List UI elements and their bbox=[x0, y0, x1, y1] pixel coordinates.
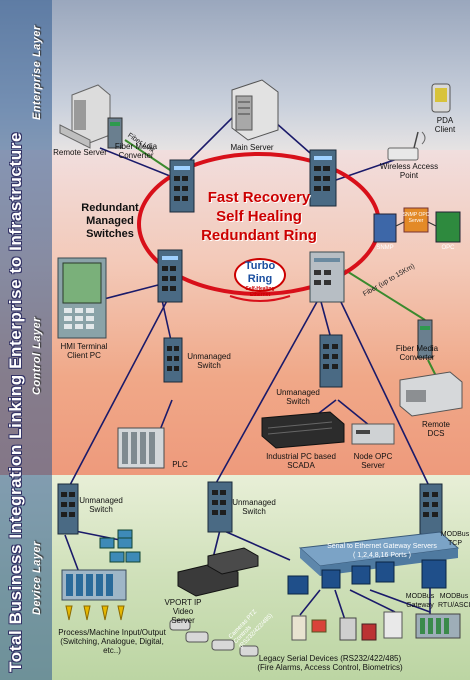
camera-icon bbox=[169, 619, 259, 657]
hmi-label: HMI Terminal Client PC bbox=[60, 342, 108, 360]
device-layer-label: Device Layer bbox=[31, 541, 43, 615]
industrial-pc-label: Industrial PC based SCADA bbox=[266, 452, 336, 470]
io-module-icon bbox=[61, 569, 127, 601]
ring-line-2: Self Healing bbox=[216, 208, 302, 225]
redundant-switches-label: Redundant Managed Switches bbox=[81, 202, 139, 240]
fiber-converter-top-label: Fiber Media Converter bbox=[114, 142, 158, 160]
fiber-converter-icon-right bbox=[417, 319, 433, 359]
side-title: Total Business Integration Linking Enter… bbox=[6, 132, 25, 672]
switch-icon-ring-left bbox=[169, 159, 195, 213]
legacy-serial-sub-label: (Fire Alarms, Access Control, Biometrics… bbox=[257, 663, 403, 672]
main-server-label: Main Server bbox=[230, 143, 274, 152]
legacy-serial-label: Legacy Serial Devices (RS232/422/485) bbox=[258, 654, 402, 663]
gateway-servers-label: Serial to Ethernet Gateway Servers bbox=[327, 543, 437, 550]
opc-label: OPC bbox=[441, 245, 455, 251]
turbo-logo-sub: Self-Healing Ethernet bbox=[245, 286, 275, 298]
plc-label: PLC bbox=[172, 460, 188, 469]
process-io-label: Process/Machine Input/Output (Switching,… bbox=[58, 628, 166, 655]
dcs-icon bbox=[399, 371, 463, 417]
main-server-icon bbox=[231, 79, 279, 141]
pda-icon bbox=[431, 83, 451, 113]
fiber-converter-icon bbox=[107, 117, 123, 149]
unmanaged-switch-3-label: Unmanaged Switch bbox=[79, 496, 123, 514]
gateway-devices-icon bbox=[287, 561, 395, 595]
gateway-ports-label: ( 1,2,4,8,16 Ports ) bbox=[353, 552, 411, 559]
ring-line-1: Fast Recovery bbox=[207, 189, 311, 206]
node-opc-label: Node OPC Server bbox=[353, 452, 393, 470]
io-arrows bbox=[65, 605, 125, 621]
modbus-gateway-label: MODBus Gateway bbox=[405, 593, 435, 609]
opc-server-icon bbox=[351, 423, 395, 445]
unmanaged-switch-2-label: Unmanaged Switch bbox=[276, 388, 320, 406]
switch-icon-unmanaged-1 bbox=[163, 337, 183, 383]
unmanaged-switch-1-label: Unmanaged Switch bbox=[187, 352, 231, 370]
side-bar bbox=[0, 0, 52, 680]
switch-icon-device-right bbox=[419, 483, 443, 535]
fiber-converter-right-label: Fiber Media Converter bbox=[395, 344, 439, 362]
switch-icon-unmanaged-2 bbox=[319, 334, 343, 388]
vport-label: VPORT IP Video Server bbox=[164, 598, 202, 625]
snmp-opc-server-label: SNMP OPC Server bbox=[402, 212, 430, 224]
switch-icon-ring-right bbox=[309, 149, 337, 207]
wireless-ap-icon bbox=[387, 131, 426, 161]
video-server-icon bbox=[177, 547, 259, 597]
serial-modules-icon bbox=[99, 529, 141, 563]
switch-icon-managed-left bbox=[157, 249, 183, 303]
snmp-label: SNMP bbox=[376, 245, 394, 251]
switch-icon-managed-right bbox=[309, 251, 345, 303]
switch-icon-unmanaged-3 bbox=[57, 483, 79, 535]
remote-server-icon bbox=[59, 84, 111, 149]
wireless-ap-label: Wireless Access Point bbox=[379, 162, 439, 180]
remote-server-label: Remote Server bbox=[53, 148, 107, 157]
turbo-logo-text: Turbo bbox=[244, 260, 276, 272]
remote-dcs-label: Remote DCS bbox=[421, 420, 450, 438]
control-layer-label: Control Layer bbox=[31, 316, 43, 395]
plc-icon bbox=[117, 427, 165, 469]
modbus-gateway-icon bbox=[421, 559, 447, 589]
switch-icon-unmanaged-4 bbox=[207, 481, 233, 533]
industrial-pc-icon bbox=[261, 411, 345, 449]
ring-logo-text: Ring bbox=[247, 273, 273, 285]
modbus-rtu-label: MODBus RTU/ASCII bbox=[438, 593, 470, 609]
modbus-rtu-icon bbox=[415, 613, 461, 639]
serial-device-icon bbox=[291, 611, 403, 641]
turbo-ring-logo: Turbo Ring Self-Healing Ethernet bbox=[234, 258, 286, 298]
modbus-tcp-label: MODBus TCP bbox=[440, 531, 470, 547]
unmanaged-switch-4-label: Unmanaged Switch bbox=[232, 498, 276, 516]
enterprise-layer-label: Enterprise Layer bbox=[31, 25, 43, 120]
ring-line-3: Redundant Ring bbox=[201, 227, 317, 244]
pda-label: PDA Client bbox=[434, 116, 456, 134]
snmp-opc-icons bbox=[373, 207, 461, 243]
hmi-panel-icon bbox=[57, 257, 107, 339]
